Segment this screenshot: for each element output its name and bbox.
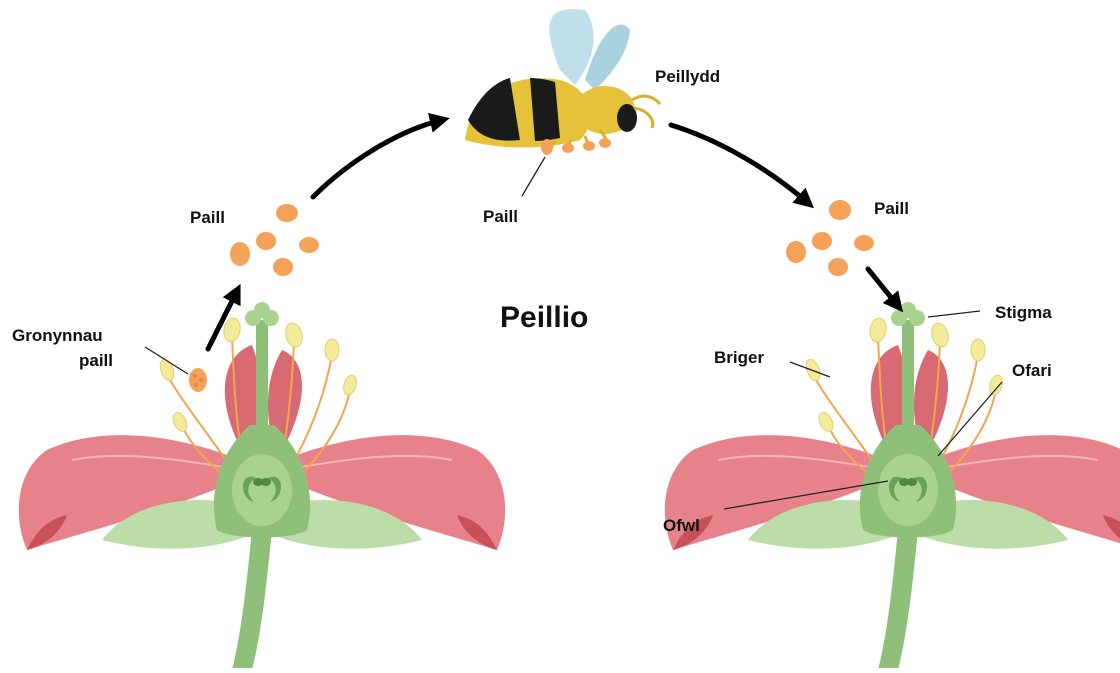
label-ovule: Ofwl xyxy=(663,516,700,535)
label-pollen-right: Paill xyxy=(874,199,909,218)
label-pollen-grains-line2: paill xyxy=(79,351,113,370)
label-ovary: Ofari xyxy=(1012,361,1052,380)
arrow-bee-to-pollen xyxy=(671,125,808,203)
label-anther: Briger xyxy=(714,348,764,367)
arrow-pollen-to-stigma xyxy=(868,269,898,306)
label-stigma: Stigma xyxy=(995,303,1052,322)
label-pollen-grains-line1: Gronynnau xyxy=(12,326,103,345)
pollen-cluster-left xyxy=(230,204,319,276)
label-pollen-left: Paill xyxy=(190,208,225,227)
bee-illustration xyxy=(465,9,660,155)
arrow-pollen-to-bee xyxy=(313,120,442,197)
leader-stigma xyxy=(928,311,980,317)
pollen-cluster-right xyxy=(786,200,874,276)
leader-bee-pollen xyxy=(522,157,545,196)
pollen-grains-cluster xyxy=(189,368,207,392)
diagram-title: Peillio xyxy=(500,301,588,334)
label-pollinator: Peillydd xyxy=(655,67,720,86)
label-pollen-bee: Paill xyxy=(483,207,518,226)
